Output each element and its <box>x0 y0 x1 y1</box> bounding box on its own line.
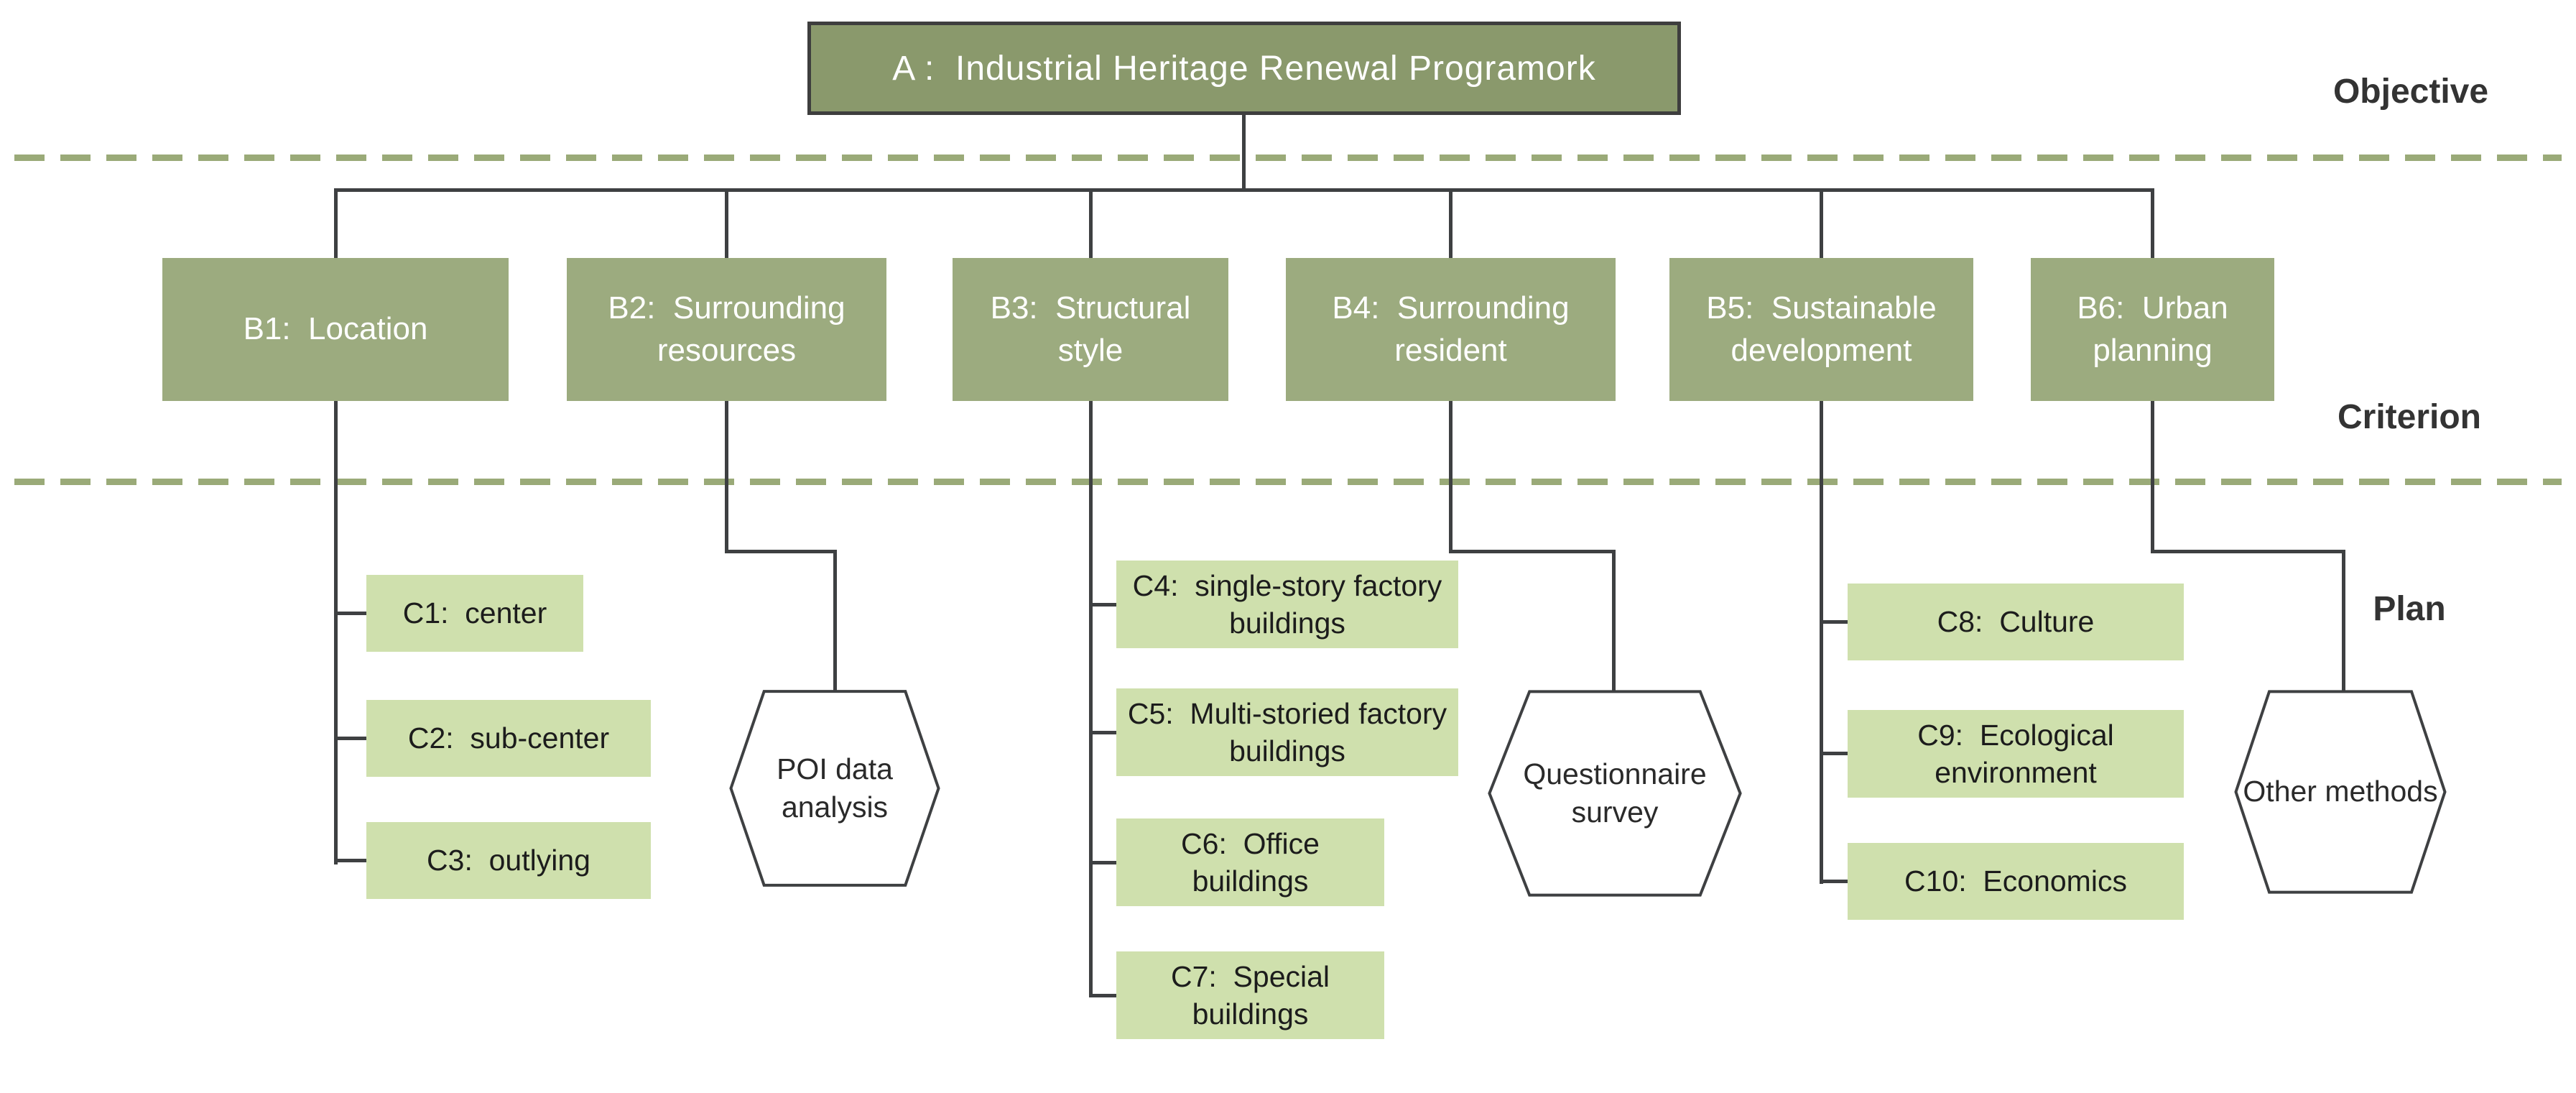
connector-drop-b5 <box>1820 188 1823 259</box>
method-node-poi: POI data analysis <box>728 688 942 888</box>
connector-b2-down <box>725 401 728 553</box>
connector-bus <box>334 188 2154 192</box>
criterion-node-b4: B4: Surrounding resident <box>1286 258 1616 401</box>
connector-stub-c4 <box>1089 603 1116 607</box>
objective-criterion-divider <box>14 155 2562 161</box>
plan-node-c1: C1: center <box>366 575 583 652</box>
plan-node-c6: C6: Office buildings <box>1116 818 1384 906</box>
section-label-plan: Plan <box>2373 590 2446 628</box>
connector-stub-c2 <box>334 737 366 740</box>
criterion-node-b1: B1: Location <box>162 258 509 401</box>
connector-b6-across <box>2151 550 2345 553</box>
connector-b2-across <box>725 550 837 553</box>
hexagon-shape <box>1486 688 1744 898</box>
connector-b2-to-hex <box>833 550 837 691</box>
method-label: POI data analysis <box>777 752 902 824</box>
hexagon-shape <box>728 688 942 888</box>
plan-node-c10: C10: Economics <box>1848 843 2184 920</box>
criterion-node-b2: B2: Surrounding resources <box>567 258 886 401</box>
connector-b4-across <box>1449 550 1616 553</box>
connector-stub-c5 <box>1089 731 1116 734</box>
plan-node-c2: C2: sub-center <box>366 700 651 777</box>
section-label-objective: Objective <box>2332 73 2489 111</box>
connector-drop-b3 <box>1089 188 1093 259</box>
criterion-node-b6: B6: Urban planning <box>2031 258 2274 401</box>
connector-stub-c3 <box>334 859 366 862</box>
connector-objective-drop <box>1242 115 1246 190</box>
connector-drop-b4 <box>1449 188 1453 259</box>
hexagon-shape <box>2233 688 2448 895</box>
plan-node-c4: C4: single-story factory buildings <box>1116 561 1458 648</box>
connector-drop-b1 <box>334 188 338 259</box>
connector-stub-c9 <box>1820 752 1848 755</box>
criterion-plan-divider <box>14 479 2562 485</box>
connector-b4-down <box>1449 401 1453 553</box>
method-label: Other methods <box>2243 775 2438 808</box>
connector-stub-c10 <box>1820 880 1848 883</box>
plan-node-c8: C8: Culture <box>1848 584 2184 660</box>
connector-trunk-b1 <box>334 401 338 864</box>
connector-b6-to-hex <box>2342 550 2345 691</box>
connector-trunk-b3 <box>1089 401 1093 997</box>
plan-node-c3: C3: outlying <box>366 822 651 899</box>
connector-drop-b2 <box>725 188 728 259</box>
section-label-criterion: Criterion <box>2337 398 2481 436</box>
connector-stub-c7 <box>1089 994 1116 997</box>
method-node-questionnaire: Questionnaire survey <box>1486 688 1744 898</box>
criterion-node-b5: B5: Sustainable development <box>1669 258 1973 401</box>
connector-drop-b6 <box>2151 188 2154 259</box>
plan-node-c9: C9: Ecological environment <box>1848 710 2184 798</box>
plan-node-c5: C5: Multi-storied factory buildings <box>1116 688 1458 776</box>
connector-stub-c6 <box>1089 861 1116 864</box>
criterion-node-b3: B3: Structural style <box>953 258 1228 401</box>
plan-node-c7: C7: Special buildings <box>1116 951 1384 1039</box>
method-label: Questionnaire survey <box>1523 757 1715 829</box>
connector-stub-c1 <box>334 612 366 615</box>
connector-b4-to-hex <box>1612 550 1616 691</box>
connector-stub-c8 <box>1820 620 1848 624</box>
method-node-other: Other methods <box>2233 688 2448 895</box>
connector-trunk-b5 <box>1820 401 1823 884</box>
objective-node: A : Industrial Heritage Renewal Programo… <box>807 22 1681 115</box>
connector-b6-down <box>2151 401 2154 553</box>
